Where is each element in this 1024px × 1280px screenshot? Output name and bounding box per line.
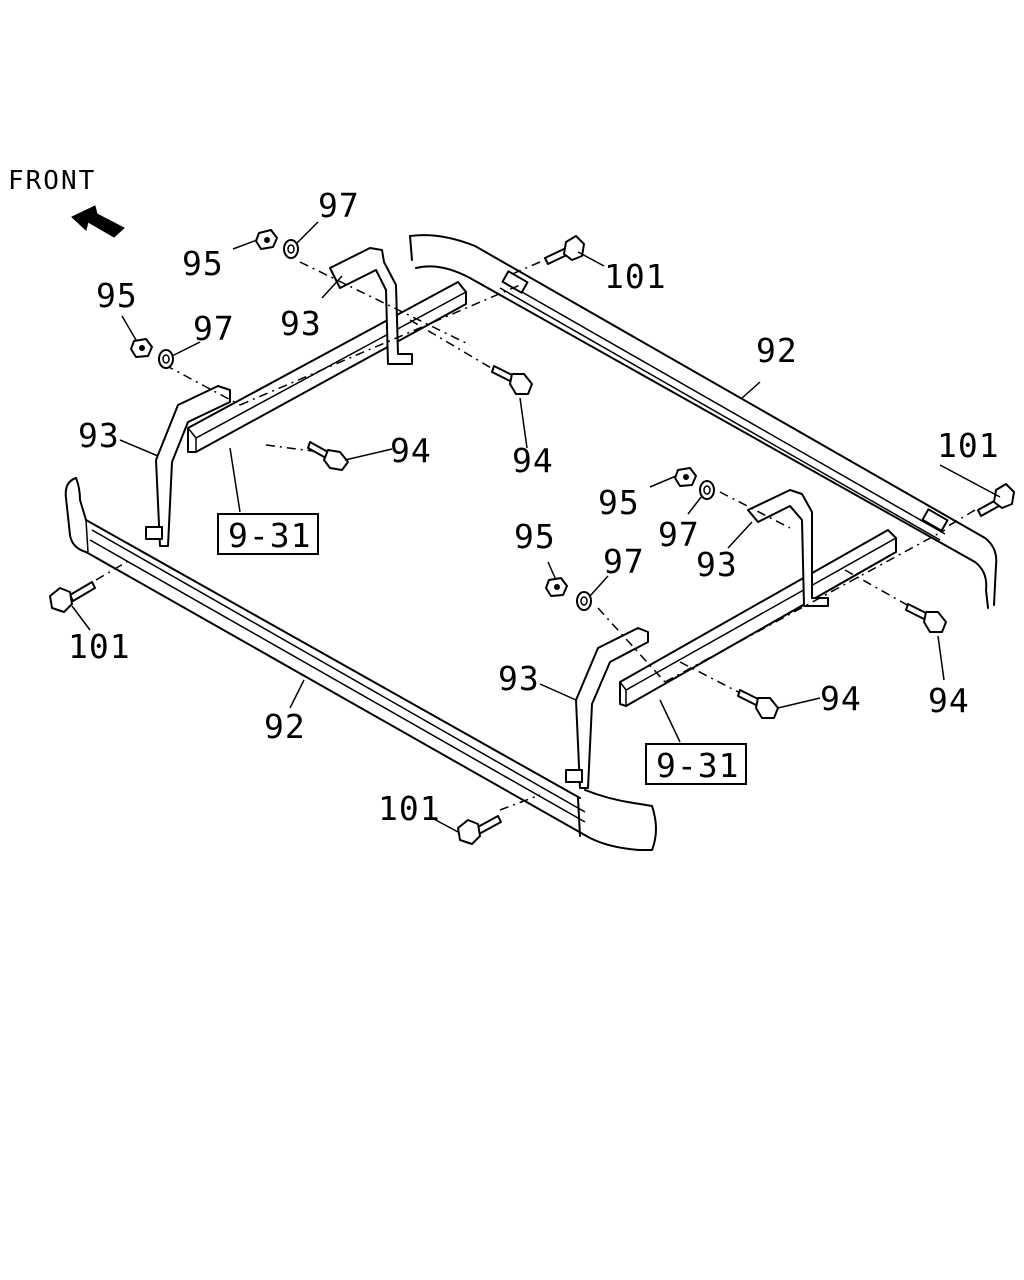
washer-97-icon bbox=[283, 239, 299, 259]
reference-box bbox=[217, 513, 319, 555]
bolt-101-icon bbox=[457, 815, 502, 845]
bolt-94-icon bbox=[737, 689, 779, 719]
nut-95-icon bbox=[674, 467, 697, 487]
callout-94: 94 bbox=[390, 431, 432, 470]
callout-93: 93 bbox=[498, 659, 540, 698]
bracket-93-rear-right bbox=[747, 489, 829, 607]
bracket-93-front-right bbox=[565, 627, 649, 789]
washer-97-icon bbox=[576, 591, 592, 611]
bracket-93-front-left bbox=[145, 385, 231, 547]
ref-label-9-31: 9-31 bbox=[656, 746, 739, 785]
callout-95: 95 bbox=[182, 244, 224, 283]
cross-member-left bbox=[187, 281, 467, 453]
callout-93: 93 bbox=[78, 416, 120, 455]
callout-97: 97 bbox=[318, 186, 360, 225]
washer-97-icon bbox=[158, 349, 174, 369]
bolt-94-icon bbox=[905, 603, 947, 633]
bolt-101-icon bbox=[49, 581, 96, 613]
nut-95-icon bbox=[130, 338, 153, 358]
front-label: FRONT bbox=[8, 166, 96, 196]
front-side-rail bbox=[64, 477, 657, 851]
nut-95-icon bbox=[255, 229, 278, 250]
callout-101: 101 bbox=[937, 426, 1000, 465]
callout-101: 101 bbox=[68, 627, 131, 666]
callout-95: 95 bbox=[598, 483, 640, 522]
reference-box bbox=[645, 743, 747, 785]
callout-92: 92 bbox=[264, 707, 306, 746]
nut-95-icon bbox=[545, 577, 568, 597]
bolt-101-icon bbox=[977, 483, 1015, 517]
callout-93: 93 bbox=[280, 304, 322, 343]
bracket-93-rear-left bbox=[329, 247, 413, 365]
callout-95: 95 bbox=[96, 276, 138, 315]
front-arrow-icon bbox=[71, 205, 125, 238]
callout-94: 94 bbox=[512, 441, 554, 480]
bolt-94-icon bbox=[491, 365, 533, 395]
callout-95: 95 bbox=[514, 517, 556, 556]
callout-101: 101 bbox=[604, 257, 667, 296]
callout-92: 92 bbox=[756, 331, 798, 370]
callout-97: 97 bbox=[658, 515, 700, 554]
bolt-101-icon bbox=[544, 235, 585, 265]
callout-97: 97 bbox=[603, 542, 645, 581]
callout-97: 97 bbox=[193, 309, 235, 348]
washer-97-icon bbox=[699, 480, 715, 500]
bolt-94-icon bbox=[307, 441, 349, 471]
callout-94: 94 bbox=[928, 681, 970, 720]
callout-101: 101 bbox=[378, 789, 441, 828]
rear-side-rail bbox=[409, 234, 998, 609]
callout-93: 93 bbox=[696, 545, 738, 584]
ref-label-9-31: 9-31 bbox=[228, 516, 311, 555]
callout-94: 94 bbox=[820, 679, 862, 718]
